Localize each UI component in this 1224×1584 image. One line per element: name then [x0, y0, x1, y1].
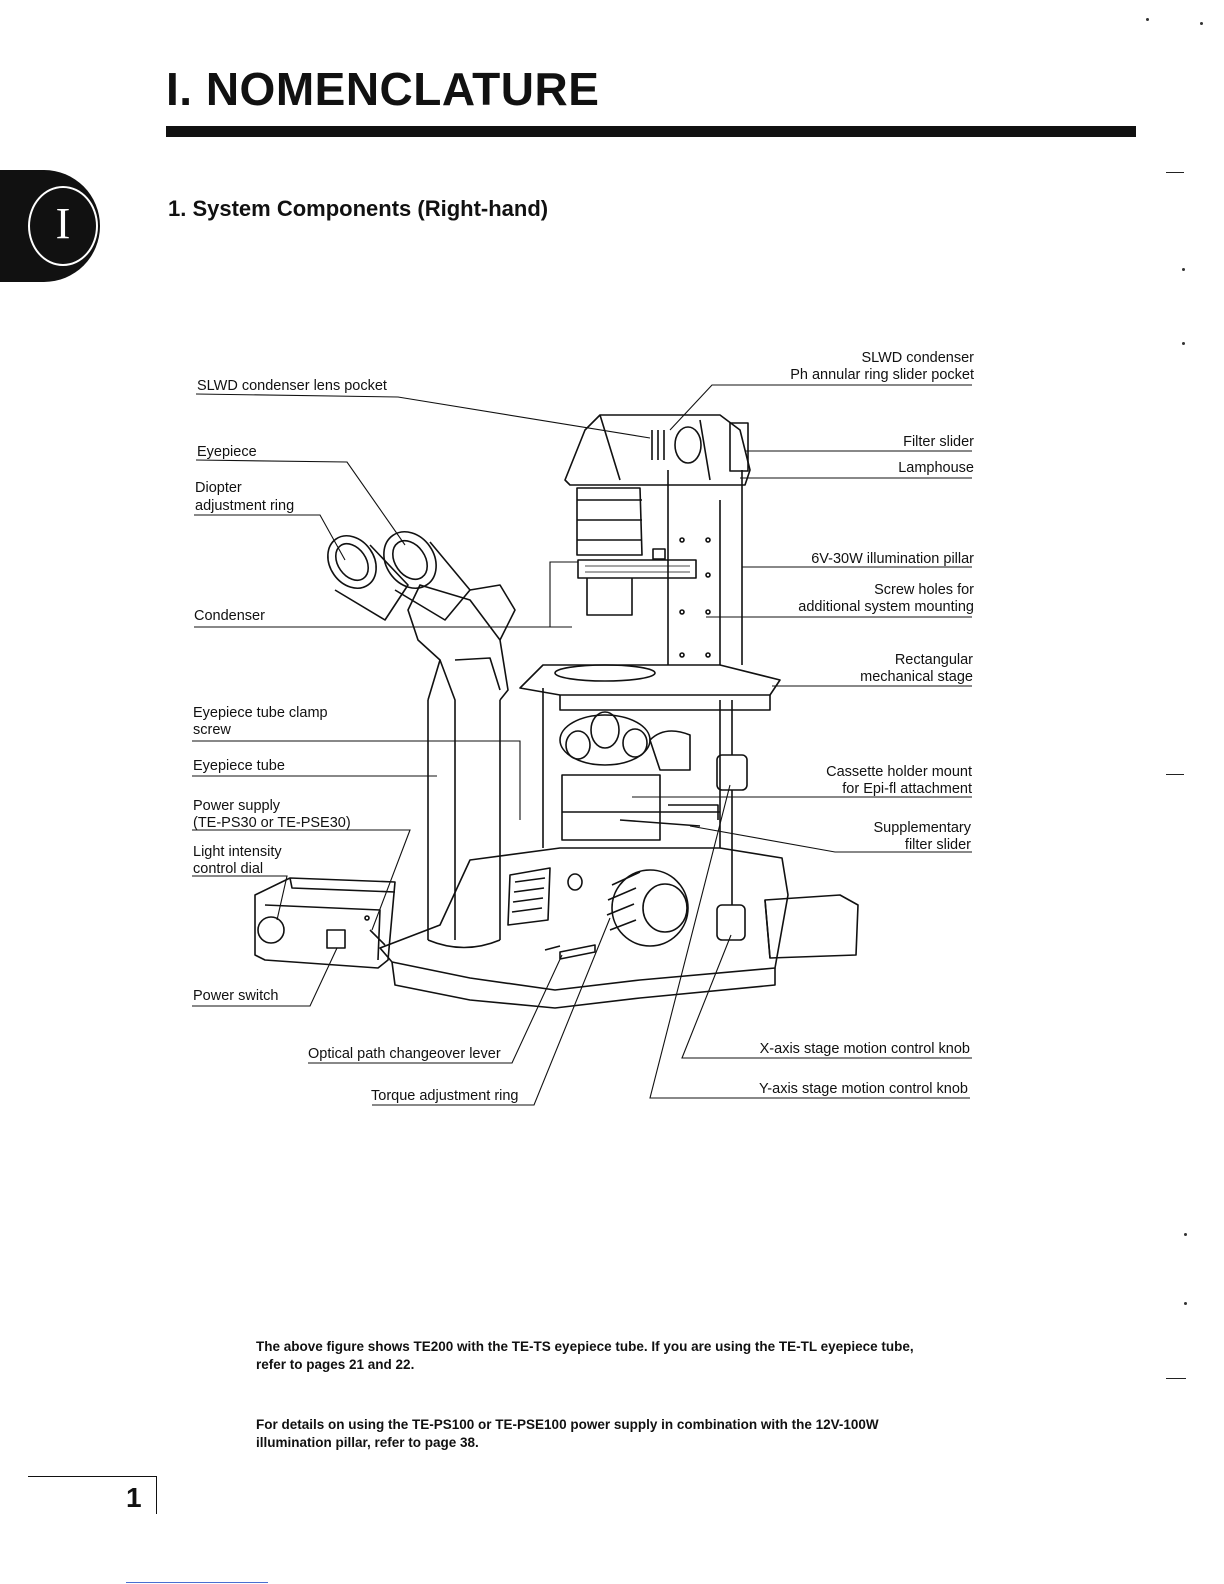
label-eyepiece-tube: Eyepiece tube: [193, 758, 285, 774]
title-rule: [166, 126, 1136, 137]
label-cassette-line1: Cassette holder mount: [826, 764, 972, 780]
eyepiece-left: [327, 535, 409, 621]
margin-dot: [1146, 18, 1149, 21]
footer-rule: [28, 1476, 156, 1477]
margin-dot: [1184, 1302, 1187, 1305]
filter-slider: [729, 422, 749, 472]
margin-mark: [1166, 1378, 1186, 1379]
label-light-intensity-line1: Light intensity: [193, 844, 282, 860]
eyepiece-tube-body: [407, 584, 509, 701]
power-supply: [254, 877, 396, 969]
label-y-axis-knob: Y-axis stage motion control knob: [758, 1081, 968, 1097]
illumination-pillar: [667, 470, 743, 665]
note-eyepiece-tube: The above figure shows TE200 with the TE…: [256, 1338, 1036, 1374]
label-filter-slider: Filter slider: [903, 434, 974, 450]
label-slwd-condenser-line1: SLWD condenser: [861, 350, 974, 366]
x-axis-knob: [716, 904, 746, 941]
label-stage-line1: Rectangular: [894, 652, 973, 668]
note1-line2: refer to pages 21 and 22.: [256, 1357, 415, 1372]
condenser-unit: [576, 487, 643, 556]
margin-dot: [1182, 268, 1185, 271]
label-supp-filter-line1: Supplementary: [873, 820, 971, 836]
label-power-supply-line2: (TE-PS30 or TE-PSE30): [193, 815, 351, 831]
label-stage-line2: mechanical stage: [860, 669, 973, 685]
label-illumination-pillar: 6V-30W illumination pillar: [811, 551, 974, 567]
section-title: 1. System Components (Right-hand): [168, 196, 549, 221]
y-axis-knob: [716, 754, 748, 791]
margin-dot: [1182, 342, 1185, 345]
bottom-underline: [126, 1582, 268, 1583]
chapter-tab-ring: [28, 186, 98, 266]
chapter-tab-label: I: [55, 199, 71, 248]
margin-dot: [1200, 22, 1203, 25]
label-lamphouse: Lamphouse: [898, 460, 974, 476]
eyepiece-right: [383, 531, 471, 621]
label-eyepiece: Eyepiece: [197, 444, 257, 460]
note1-line1: The above figure shows TE200 with the TE…: [256, 1339, 914, 1354]
label-eyepiece-tube-clamp-line2: screw: [193, 722, 231, 738]
label-screw-holes-line1: Screw holes for: [874, 582, 974, 598]
label-condenser: Condenser: [194, 608, 265, 624]
light-intensity-dial: [257, 916, 285, 944]
page-number: 1: [126, 1482, 142, 1513]
footer-divider: [156, 1476, 157, 1514]
slwd-pocket: [674, 426, 702, 464]
label-torque-ring: Torque adjustment ring: [371, 1088, 519, 1104]
power-switch-button: [326, 929, 346, 949]
label-supp-filter-line2: filter slider: [904, 837, 971, 853]
label-diopter-line2: adjustment ring: [195, 498, 295, 514]
margin-mark: [1166, 172, 1184, 173]
label-cassette-line2: for Epi-fl attachment: [842, 781, 972, 797]
label-eyepiece-tube-clamp-line1: Eyepiece tube clamp: [193, 705, 328, 721]
stand-column: [427, 700, 501, 949]
page-title: I. NOMENCLATURE: [166, 63, 600, 115]
label-diopter-line1: Diopter: [195, 480, 242, 496]
focus-knob: [611, 869, 689, 947]
margin-dot: [1184, 1233, 1187, 1236]
label-screw-holes-line2: additional system mounting: [798, 599, 974, 615]
margin-mark: [1166, 774, 1184, 775]
note2-line1: For details on using the TE-PS100 or TE-…: [256, 1417, 879, 1432]
label-slwd-condenser-line2: Ph annular ring slider pocket: [790, 367, 974, 383]
label-power-supply-line1: Power supply: [193, 798, 281, 814]
condenser-ring: [577, 559, 697, 579]
lamphouse: [564, 414, 751, 486]
label-slwd-condenser-lens-pocket: SLWD condenser lens pocket: [197, 378, 387, 394]
microscope-base: [379, 847, 789, 991]
note-power-supply: For details on using the TE-PS100 or TE-…: [256, 1416, 1036, 1452]
label-light-intensity-line2: control dial: [193, 861, 264, 877]
label-x-axis-knob: X-axis stage motion control knob: [759, 1041, 970, 1057]
label-power-switch: Power switch: [193, 988, 279, 1004]
label-optical-path-lever: Optical path changeover lever: [308, 1046, 501, 1062]
note2-line2: illumination pillar, refer to page 38.: [256, 1435, 479, 1450]
front-panel: [507, 867, 551, 926]
